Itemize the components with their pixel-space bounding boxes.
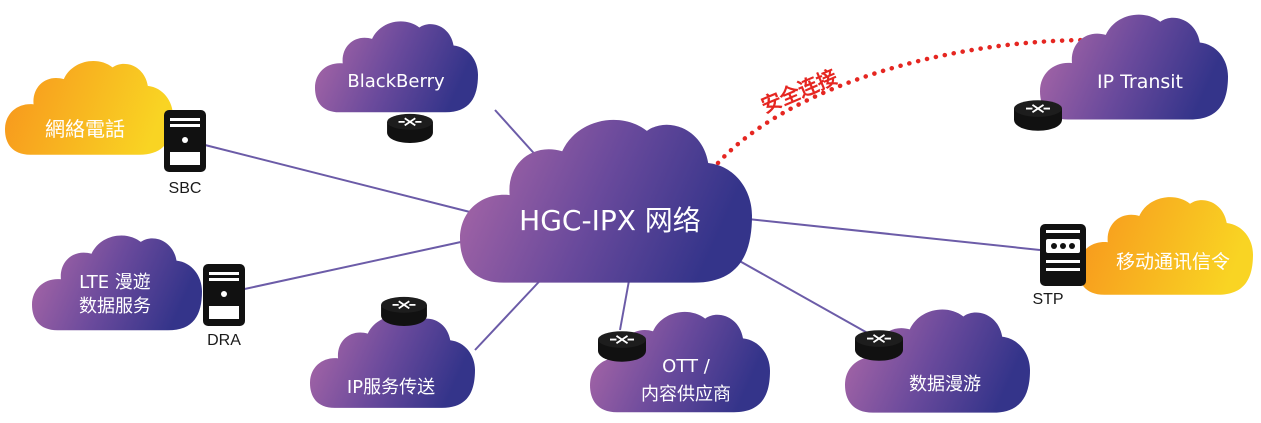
link-data-roaming [719,249,881,341]
cloud-blackberry [315,21,478,113]
cloud-ip-transit [1040,14,1228,120]
link-lines [204,109,1041,351]
router-icon [855,329,903,361]
server-icon [164,110,206,172]
server-icon [1040,224,1086,286]
cloud-ott [590,311,770,413]
cloud-mobile-signaling [1078,197,1253,295]
link-ip-service [474,269,551,351]
link-blackberry [494,109,541,161]
router-icon [1014,99,1062,131]
router-icon [381,296,427,326]
link-ott [619,274,631,331]
cloud-lte [32,235,202,331]
router-icon [598,330,646,362]
cloud-data-roaming [845,309,1030,413]
server-icon [203,264,245,326]
link-dra [239,239,471,291]
device-label-dra: DRA [207,332,241,349]
cloud-ip-service [310,315,475,408]
device-label-sbc: SBC [168,180,202,197]
router-icon [387,113,433,143]
secure-link-path [715,37,1093,166]
link-sbc [204,144,471,213]
cloud-voip [5,61,173,155]
device-label-stp: STP [1032,291,1064,308]
cloud-hgc-ipx [460,119,752,283]
link-stp [719,215,1041,251]
